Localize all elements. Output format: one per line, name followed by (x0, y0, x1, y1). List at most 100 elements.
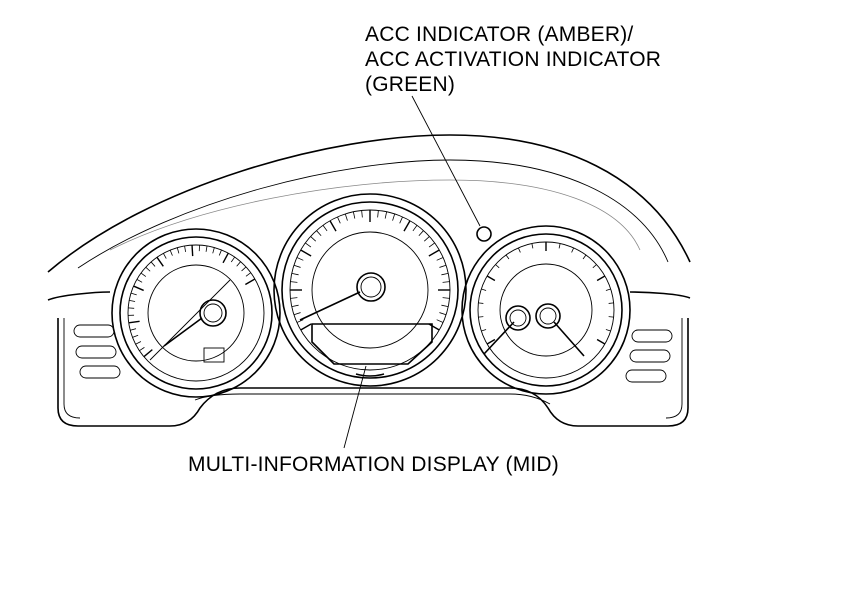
gauge-tick (300, 249, 312, 257)
gauge-tick (135, 341, 142, 345)
gauge-tick (316, 230, 322, 237)
right-switch-3[interactable] (625, 369, 667, 383)
gauge-needle-icon (163, 317, 203, 347)
gauge-tick (133, 285, 144, 292)
gauge-tick (136, 278, 143, 283)
acc-indicator-label-line-2: ACC ACTIVATION INDICATOR (365, 48, 662, 71)
gauge-tick (392, 213, 396, 221)
gauge-needle-icon (299, 291, 361, 321)
right-gauge (461, 225, 631, 395)
gauge-tick (191, 245, 194, 257)
left-switch-2[interactable] (75, 345, 117, 359)
gauge-tick (130, 328, 137, 331)
gauge-tick (596, 275, 606, 282)
right-gauge-hub-left (505, 305, 531, 331)
gauge-tick (505, 254, 510, 260)
left-gauge-hub (199, 299, 227, 327)
gauge-tick (481, 288, 487, 291)
gauge-tick (145, 266, 151, 272)
gauge-tick (236, 261, 241, 267)
right-switch-panel (625, 329, 673, 383)
gauge-tick (218, 249, 222, 256)
gauge-tick (130, 292, 137, 296)
gauge-tick (205, 245, 208, 252)
gauge-tick (403, 220, 411, 232)
gauge-tick (296, 257, 304, 261)
left-gauge-indicator-box (203, 347, 225, 363)
gauge-tick (436, 257, 444, 261)
gauge-tick (337, 216, 341, 224)
gauge-tick (571, 247, 575, 253)
gauge-needle-icon (483, 321, 515, 355)
gauge-tick (169, 249, 173, 256)
gauge-tick (439, 312, 447, 316)
gauge-tick (428, 323, 440, 331)
gauge-tick (129, 300, 136, 302)
gauge-tick (139, 347, 145, 352)
gauge-tick (329, 220, 337, 232)
gauge-tick (128, 320, 140, 324)
gauge-tick (344, 213, 348, 221)
gauge-tick (596, 338, 606, 345)
acc-indicator-label-line-1: ACC INDICATOR (AMBER)/ (365, 23, 634, 46)
gauge-tick (412, 225, 418, 232)
gauge-tick (230, 256, 236, 263)
right-gauge-hub-right (535, 303, 561, 329)
right-gauge-ticks (478, 242, 614, 345)
multi-information-display (311, 323, 433, 365)
gauge-tick (291, 304, 299, 308)
gauge-tick (212, 247, 215, 254)
gauge-tick (290, 281, 298, 283)
gauge-tick (605, 288, 611, 291)
gauge-tick (436, 319, 444, 323)
gauge-tick (495, 264, 500, 269)
right-switch-2[interactable] (629, 349, 671, 363)
gauge-tick (296, 319, 304, 323)
gauge-tick (361, 210, 363, 218)
gauge-tick (293, 312, 301, 316)
gauge-tick (517, 247, 521, 253)
gauge-tick (481, 329, 487, 332)
gauge-tick (486, 338, 496, 345)
gauge-tick (305, 242, 312, 248)
gauge-tick (478, 316, 484, 318)
left-switch-1[interactable] (73, 324, 115, 338)
gauge-tick (486, 275, 496, 282)
gauge-tick (132, 334, 139, 338)
left-switch-3[interactable] (79, 365, 121, 379)
gauge-tick (293, 264, 301, 268)
gauge-tick (439, 264, 447, 268)
acc-indicator-label: ACC INDICATOR (AMBER)/ ACC ACTIVATION IN… (365, 22, 661, 97)
left-switch-panel (73, 324, 121, 379)
gauge-tick (582, 254, 587, 260)
gauge-tick (291, 272, 299, 276)
gauge-tick (478, 302, 484, 304)
gauge-tick (418, 230, 424, 237)
gauge-tick (245, 272, 252, 277)
left-gauge-ticks (128, 245, 256, 358)
gauge-tick (442, 297, 450, 299)
gauge-tick (176, 247, 180, 254)
gauge-tick (441, 272, 449, 276)
gauge-tick (442, 281, 450, 283)
gauge-tick (310, 236, 317, 242)
gauge-tick (558, 243, 561, 249)
gauge-tick (140, 272, 147, 277)
gauge-tick (531, 243, 534, 249)
gauge-tick (156, 256, 164, 267)
right-switch-1[interactable] (631, 329, 673, 343)
mid-leader-line (343, 365, 367, 449)
gauge-tick (592, 264, 597, 269)
gauge-tick (290, 297, 298, 299)
gauge-tick (150, 261, 156, 267)
gauge-tick (423, 236, 430, 242)
gauge-needle-icon (553, 321, 585, 357)
gauge-tick (608, 316, 614, 318)
center-gauge (273, 193, 467, 387)
acc-leader-line (411, 95, 481, 227)
center-gauge-ticks (290, 210, 450, 331)
gauge-tick (300, 323, 312, 331)
gauge-tick (184, 245, 186, 252)
gauge-tick (241, 266, 247, 272)
